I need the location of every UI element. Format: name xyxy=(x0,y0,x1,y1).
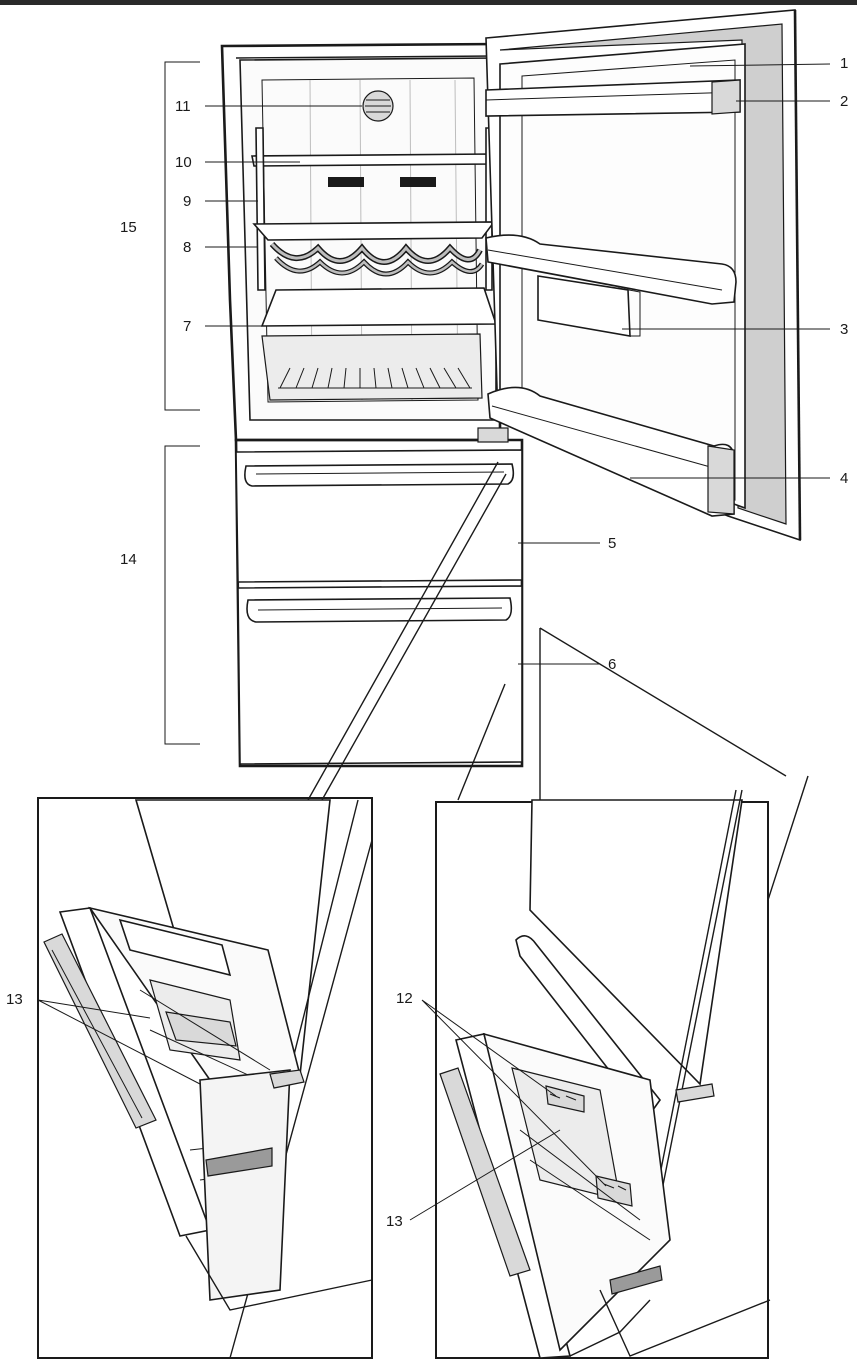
door-shelf-top xyxy=(485,79,741,117)
callout-2: 2 xyxy=(840,93,848,110)
door-shelf-middle xyxy=(485,234,737,305)
callout-13-right: 13 xyxy=(386,1213,403,1230)
freezer-section xyxy=(234,438,524,768)
glass-shelf-top xyxy=(251,153,493,167)
crisper-cover xyxy=(260,287,498,327)
top-border xyxy=(0,0,857,5)
drawer-handle-upper xyxy=(244,463,515,487)
glass-shelf-middle xyxy=(252,221,496,241)
leader-13-left xyxy=(37,999,201,1085)
callout-1: 1 xyxy=(840,55,848,72)
shelf-rail-left xyxy=(255,127,266,291)
callout-15: 15 xyxy=(120,219,137,236)
leader-lines xyxy=(205,63,831,665)
bottle-rack xyxy=(269,241,485,277)
drawer-handle-lower xyxy=(246,597,513,623)
control-slot-left xyxy=(328,177,364,187)
callout-5: 5 xyxy=(608,535,616,552)
crisper-grid xyxy=(278,367,472,389)
callout-7: 7 xyxy=(183,318,191,335)
door-bottle-shelf xyxy=(487,386,735,517)
callout-8: 8 xyxy=(183,239,191,256)
leader-13-right xyxy=(409,1129,561,1221)
callout-10: 10 xyxy=(175,154,192,171)
bracket-14 xyxy=(164,445,200,745)
fan-grille xyxy=(362,90,394,122)
callout-3: 3 xyxy=(840,321,848,338)
callout-14: 14 xyxy=(120,551,137,568)
callout-9: 9 xyxy=(183,193,191,210)
door-hinge xyxy=(477,427,509,443)
detail-view-left xyxy=(37,797,373,1359)
callout-4: 4 xyxy=(840,470,848,487)
bracket-15 xyxy=(164,61,200,411)
callout-11: 11 xyxy=(175,98,191,115)
control-slot-right xyxy=(400,177,436,187)
leader-12 xyxy=(421,999,607,1187)
callout-13-left: 13 xyxy=(6,991,23,1008)
crisper-drawer xyxy=(261,333,483,401)
detail-view-right xyxy=(435,789,771,1359)
callout-12: 12 xyxy=(396,990,413,1007)
projection-lines xyxy=(307,461,809,901)
callout-6: 6 xyxy=(608,656,616,673)
